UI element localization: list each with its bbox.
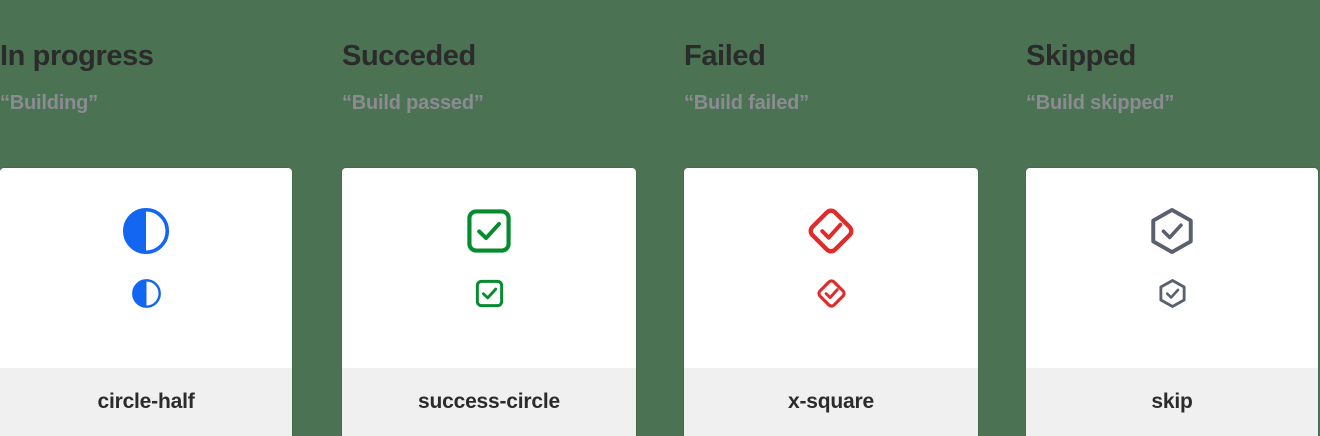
status-column-succeded: Succeded “Build passed” success-circle (342, 0, 636, 436)
status-title: Skipped (1026, 40, 1136, 72)
icon-name-label: success-circle (342, 368, 636, 436)
x-square-icon-small (816, 279, 846, 308)
icon-name-label: x-square (684, 368, 978, 436)
status-column-in-progress: In progress “Building” circle-half (0, 0, 292, 436)
status-subtitle: “Build passed” (342, 92, 484, 114)
icon-preview-area (0, 168, 292, 368)
x-square-icon (808, 208, 854, 254)
success-circle-icon (467, 209, 511, 253)
status-title: In progress (0, 40, 154, 72)
icon-name-label: skip (1026, 368, 1318, 436)
icon-preview-area (684, 168, 978, 368)
icon-card-circle-half[interactable]: circle-half (0, 168, 292, 436)
skip-icon (1151, 207, 1193, 255)
icon-preview-area (1026, 168, 1318, 368)
icon-card-skip[interactable]: skip (1026, 168, 1318, 436)
status-title: Succeded (342, 40, 476, 72)
success-circle-icon-small (475, 279, 503, 308)
circle-half-icon-small (131, 279, 161, 308)
status-column-skipped: Skipped “Build skipped” skip (1026, 0, 1318, 436)
icon-preview-area (342, 168, 636, 368)
status-subtitle: “Build skipped” (1026, 92, 1175, 114)
status-subtitle: “Build failed” (684, 92, 809, 114)
skip-icon-small (1158, 279, 1186, 308)
icon-card-success-circle[interactable]: success-circle (342, 168, 636, 436)
circle-half-icon (122, 207, 170, 255)
icon-card-x-square[interactable]: x-square (684, 168, 978, 436)
icon-name-label: circle-half (0, 368, 292, 436)
status-column-failed: Failed “Build failed” x-square (684, 0, 978, 436)
status-title: Failed (684, 40, 766, 72)
status-subtitle: “Building” (0, 92, 98, 114)
